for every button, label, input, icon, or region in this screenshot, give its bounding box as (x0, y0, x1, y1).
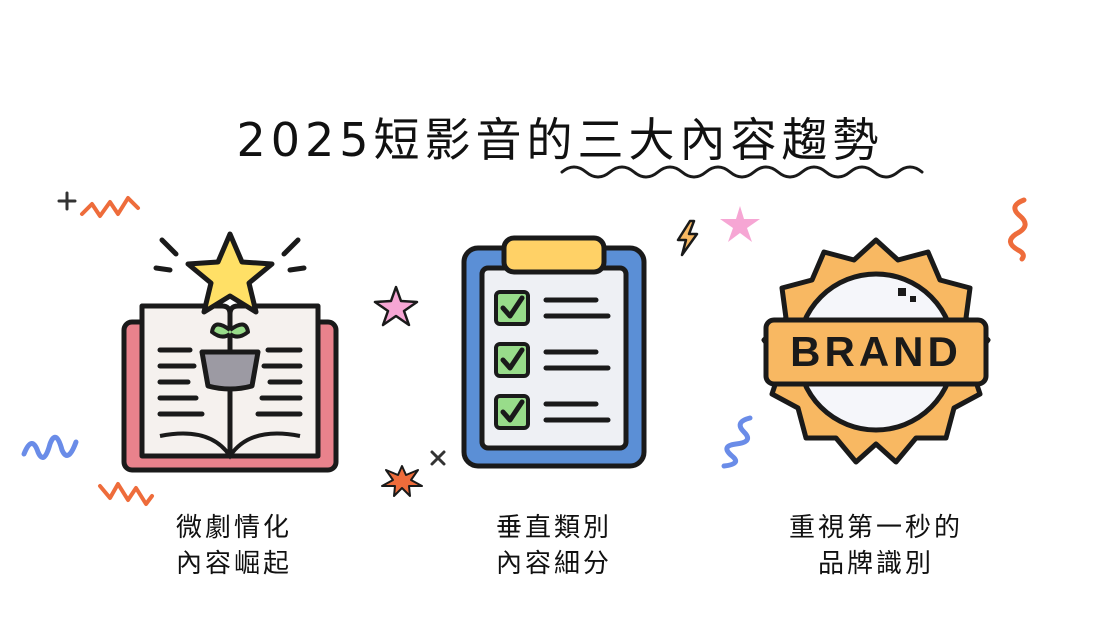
caption-line: 垂直類別 (495, 513, 612, 543)
brand-badge-icon: BRAND (761, 237, 991, 465)
caption-line: 內容細分 (495, 549, 612, 579)
plus-sparkle-icon (430, 450, 446, 466)
trend-caption-2: 垂直類別 內容細分 (424, 510, 684, 582)
page-title: 2025短影音的三大內容趨勢 (236, 113, 884, 167)
burst-sparkle-icon (381, 465, 423, 497)
plus-sparkle-icon (57, 191, 77, 211)
squiggle-icon (1008, 197, 1028, 262)
caption-line: 內容崛起 (175, 549, 292, 579)
squiggle-icon (21, 434, 79, 460)
squiggle-icon (721, 415, 753, 469)
zigzag-icon (80, 196, 140, 218)
checklist-clipboard-icon (461, 235, 647, 469)
lightning-icon (676, 219, 699, 257)
brand-badge-text: BRAND (790, 328, 962, 375)
wavy-underline (560, 165, 924, 179)
star-sparkle-icon (720, 206, 760, 242)
star-sparkle-icon (373, 285, 419, 327)
trend-caption-3: 重視第一秒的 品牌識別 (746, 510, 1006, 582)
caption-line: 重視第一秒的 (788, 513, 963, 543)
caption-line: 品牌識別 (817, 549, 934, 579)
trend-caption-1: 微劇情化 內容崛起 (104, 510, 364, 582)
zigzag-icon (98, 482, 154, 506)
book-star-icon (121, 231, 339, 473)
caption-line: 微劇情化 (175, 513, 292, 543)
